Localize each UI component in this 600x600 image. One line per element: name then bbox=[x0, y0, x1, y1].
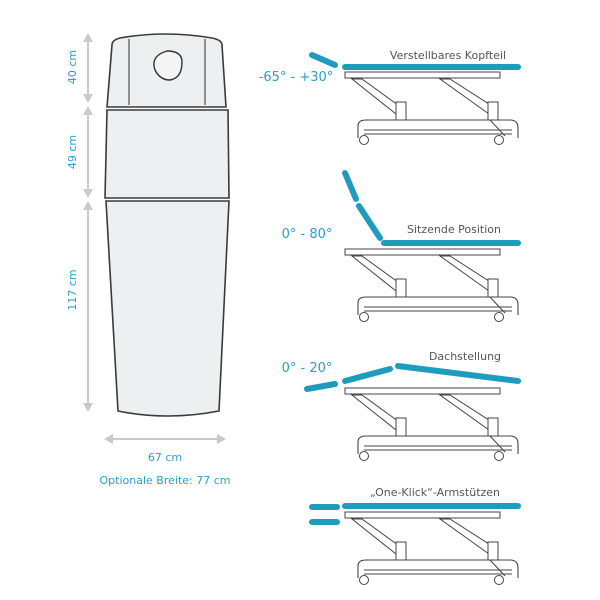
angle-label: 0° - 20° bbox=[282, 361, 333, 376]
width-label: 67 cm bbox=[148, 451, 182, 464]
position-adjustable-headrest: Verstellbares Kopfteil -65° - +30° bbox=[259, 49, 521, 146]
leg-length-label: 117 cm bbox=[66, 269, 79, 310]
middle-length-label: 49 cm bbox=[66, 135, 79, 169]
top-view: 40 cm 49 cm 117 cm 67 cm Optionale Breit… bbox=[66, 33, 230, 487]
position-label: Sitzende Position bbox=[407, 223, 501, 236]
position-armrests: „One-Klick“-Armstützen bbox=[309, 486, 521, 586]
position-label: Verstellbares Kopfteil bbox=[390, 49, 506, 62]
position-label: Dachstellung bbox=[429, 350, 501, 363]
leg-section bbox=[105, 200, 230, 417]
middle-section bbox=[104, 109, 230, 199]
position-roof: Dachstellung 0° - 20° bbox=[282, 350, 521, 462]
position-label: „One-Klick“-Armstützen bbox=[370, 486, 500, 499]
position-sitting: Sitzende Position 0° - 80° bbox=[282, 170, 521, 323]
optional-width-label: Optionale Breite: 77 cm bbox=[100, 474, 231, 487]
face-hole bbox=[153, 50, 183, 81]
angle-label: 0° - 80° bbox=[282, 227, 333, 242]
angle-label: -65° - +30° bbox=[259, 70, 334, 85]
head-length-label: 40 cm bbox=[66, 50, 79, 84]
